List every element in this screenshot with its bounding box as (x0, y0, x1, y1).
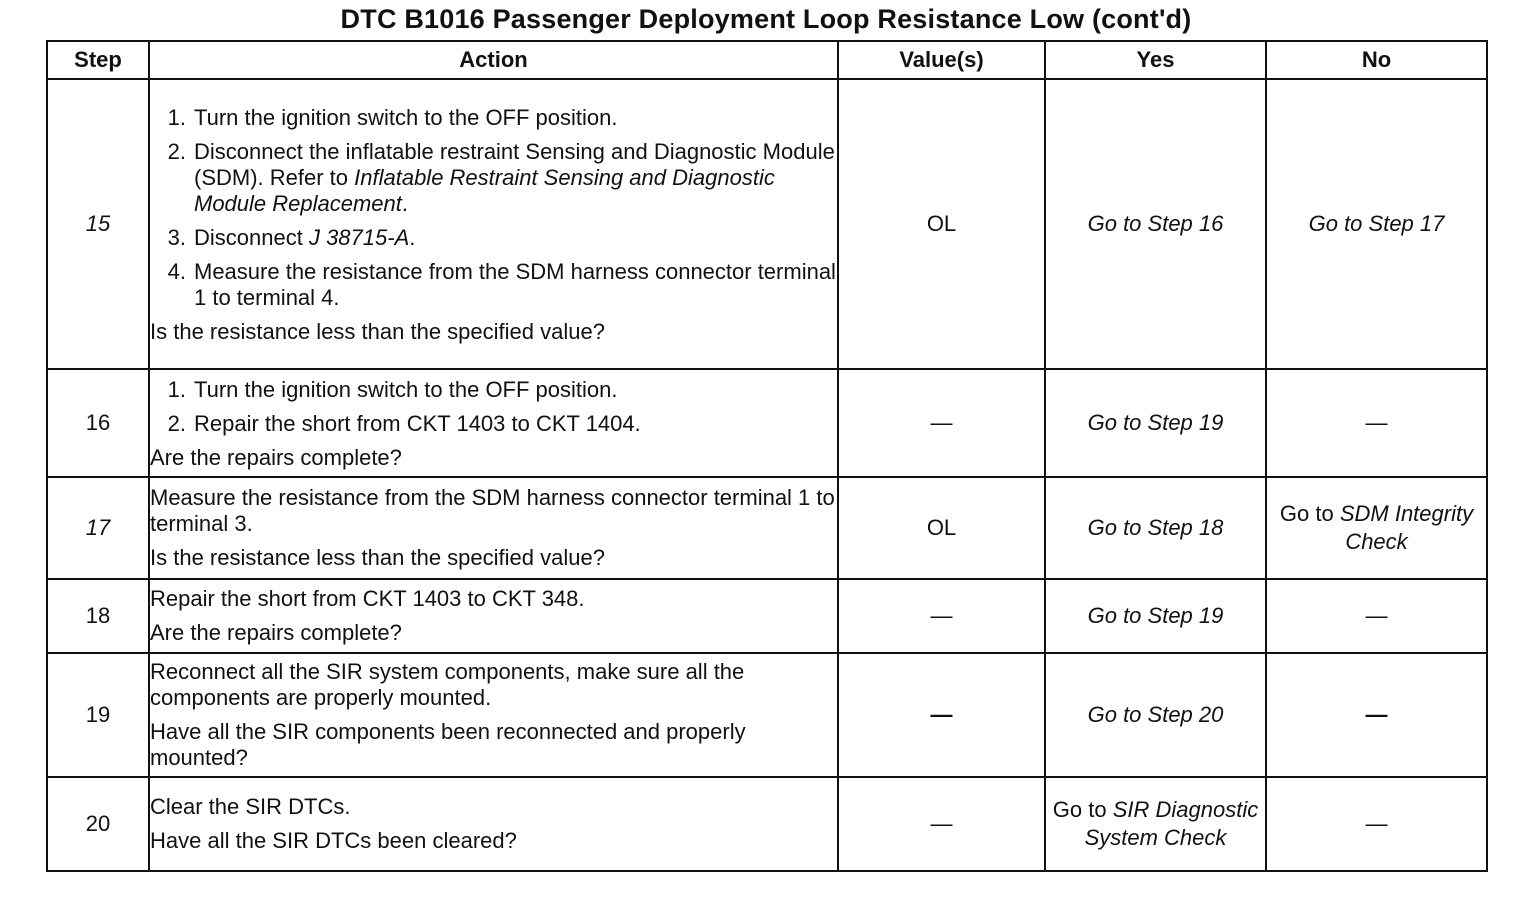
yes-link[interactable]: Go to Step 19 (1087, 603, 1224, 628)
header-no: No (1265, 40, 1488, 80)
table-row: 19 Reconnect all the SIR system componen… (46, 652, 1488, 778)
yes-cell: Go to Step 19 (1044, 368, 1267, 478)
no-link-target: SDM Integrity Check (1339, 501, 1474, 554)
item-text-end: . (401, 191, 409, 216)
step-number: 16 (46, 368, 150, 478)
step-number: 17 (46, 476, 150, 580)
action-item: 2. Disconnect the inflatable restraint S… (150, 139, 837, 217)
table-row: 17 Measure the resistance from the SDM h… (46, 476, 1488, 580)
item-number: 4. (167, 259, 186, 284)
item-text: Disconnect (194, 225, 309, 250)
action-cell: Reconnect all the SIR system components,… (148, 652, 839, 778)
yes-link[interactable]: Go to SIR Diagnostic System Check (1053, 797, 1258, 850)
item-text: Disconnect the inflatable restraint Sens… (194, 139, 835, 190)
yes-cell: Go to Step 20 (1044, 652, 1267, 778)
action-item: 1. Turn the ignition switch to the OFF p… (150, 105, 837, 131)
action-item: 2. Repair the short from CKT 1403 to CKT… (150, 411, 837, 437)
header-values: Value(s) (837, 40, 1046, 80)
item-tool: J 38715-A (308, 225, 410, 250)
action-question: Have all the SIR DTCs been cleared? (150, 828, 517, 853)
item-text: Repair the short from CKT 1403 to CKT 14… (194, 411, 641, 436)
yes-link[interactable]: Go to Step 20 (1087, 702, 1224, 727)
step-number: 15 (46, 78, 150, 370)
no-cell: Go to Step 17 (1265, 78, 1488, 370)
header-action: Action (148, 40, 839, 80)
no-cell: — (1265, 578, 1488, 654)
header-yes: Yes (1044, 40, 1267, 80)
yes-link-target: SIR Diagnostic System Check (1084, 797, 1259, 850)
action-cell: Measure the resistance from the SDM harn… (148, 476, 839, 580)
item-number: 2. (167, 411, 186, 436)
no-link[interactable]: Go to Step 17 (1308, 211, 1445, 236)
header-step: Step (46, 40, 150, 80)
item-number: 3. (167, 225, 186, 250)
yes-cell: Go to Step 18 (1044, 476, 1267, 580)
item-reference: Inflatable Restraint Sensing and Diagnos… (194, 165, 775, 216)
action-question: Are the repairs complete? (150, 620, 402, 645)
item-text: Turn the ignition switch to the OFF posi… (194, 377, 618, 402)
action-cell: Clear the SIR DTCs. Have all the SIR DTC… (148, 776, 839, 872)
value-cell: — (837, 776, 1046, 872)
no-cell: — (1265, 368, 1488, 478)
action-cell: Repair the short from CKT 1403 to CKT 34… (148, 578, 839, 654)
table-row: 16 1. Turn the ignition switch to the OF… (46, 368, 1488, 478)
value-cell: — (837, 578, 1046, 654)
item-text: Measure the resistance from the SDM harn… (194, 259, 836, 310)
no-cell: — (1265, 776, 1488, 872)
action-item: 1. Turn the ignition switch to the OFF p… (150, 377, 837, 403)
value-cell: OL (837, 78, 1046, 370)
yes-link[interactable]: Go to Step 19 (1087, 410, 1224, 435)
action-item: 3. Disconnect J 38715-A. (150, 225, 837, 251)
action-question: Have all the SIR components been reconne… (150, 719, 746, 770)
action-item: 4. Measure the resistance from the SDM h… (150, 259, 837, 311)
action-cell: 1. Turn the ignition switch to the OFF p… (148, 368, 839, 478)
no-cell: — (1265, 652, 1488, 778)
item-text-wrapper: Disconnect J 38715-A. (194, 225, 837, 251)
value-cell: OL (837, 476, 1046, 580)
item-number: 1. (167, 105, 186, 130)
item-text-end: . (409, 225, 416, 250)
item-number: 2. (167, 139, 186, 164)
no-link-prefix: Go to (1279, 501, 1340, 526)
yes-cell: Go to Step 19 (1044, 578, 1267, 654)
table-row: 20 Clear the SIR DTCs. Have all the SIR … (46, 776, 1488, 872)
diagnostic-table: Step Action Value(s) Yes No 15 1. Turn t… (46, 40, 1488, 872)
yes-link[interactable]: Go to Step 18 (1087, 515, 1224, 540)
action-cell: 1. Turn the ignition switch to the OFF p… (148, 78, 839, 370)
item-text-wrapper: Disconnect the inflatable restraint Sens… (194, 139, 837, 217)
step-number: 18 (46, 578, 150, 654)
value-cell: — (837, 368, 1046, 478)
header-row: Step Action Value(s) Yes No (46, 40, 1488, 80)
table-row: 15 1. Turn the ignition switch to the OF… (46, 78, 1488, 370)
action-text: Repair the short from CKT 1403 to CKT 34… (150, 586, 585, 611)
step-number: 19 (46, 652, 150, 778)
action-question: Is the resistance less than the specifie… (150, 545, 605, 570)
page-title: DTC B1016 Passenger Deployment Loop Resi… (340, 4, 1192, 34)
action-text: Reconnect all the SIR system components,… (150, 659, 745, 710)
action-question: Is the resistance less than the specifie… (150, 319, 605, 344)
action-text: Clear the SIR DTCs. (150, 794, 351, 819)
action-question: Are the repairs complete? (150, 445, 402, 470)
item-text: Turn the ignition switch to the OFF posi… (194, 105, 618, 130)
item-number: 1. (167, 377, 186, 402)
table-row: 18 Repair the short from CKT 1403 to CKT… (46, 578, 1488, 654)
yes-cell: Go to SIR Diagnostic System Check (1044, 776, 1267, 872)
yes-link-prefix: Go to (1052, 797, 1113, 822)
yes-link[interactable]: Go to Step 16 (1087, 211, 1224, 236)
value-cell: — (837, 652, 1046, 778)
action-text: Measure the resistance from the SDM harn… (150, 485, 835, 536)
yes-cell: Go to Step 16 (1044, 78, 1267, 370)
no-cell: Go to SDM Integrity Check (1265, 476, 1488, 580)
step-number: 20 (46, 776, 150, 872)
no-link[interactable]: Go to SDM Integrity Check (1280, 501, 1473, 554)
